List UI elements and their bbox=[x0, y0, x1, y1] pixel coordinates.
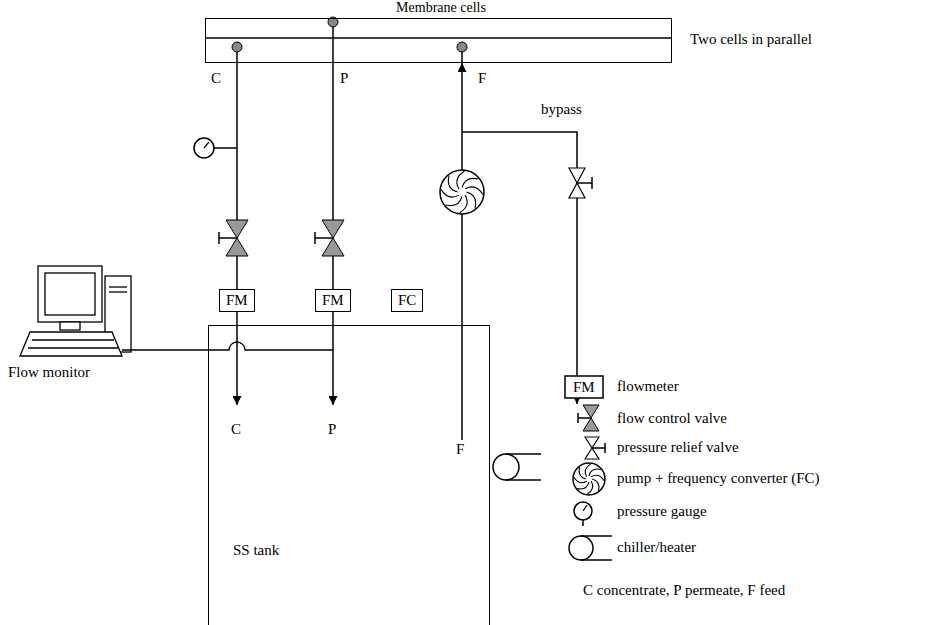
port-dot bbox=[457, 42, 467, 52]
node-text: FM bbox=[322, 292, 344, 308]
pump-blade bbox=[466, 192, 475, 208]
membrane-cells: Membrane cells bbox=[205, 18, 672, 63]
legend-pump-sample bbox=[573, 463, 605, 495]
port-label: C bbox=[211, 70, 221, 87]
stream-label: C bbox=[231, 421, 241, 438]
legend-text: flowmeter bbox=[617, 378, 679, 395]
legend-relief-valve-sample bbox=[585, 437, 605, 459]
signal-line bbox=[122, 342, 333, 350]
note: Two cells in parallel bbox=[690, 31, 812, 48]
ss-tank: SS tank bbox=[208, 325, 490, 625]
chiller-heater bbox=[493, 454, 541, 480]
legend-flowmeter-sample bbox=[565, 376, 603, 398]
stream-label: P bbox=[328, 421, 336, 438]
legend-text: pressure gauge bbox=[617, 503, 707, 520]
node-text: FM bbox=[226, 292, 248, 308]
pump-blade bbox=[591, 475, 604, 480]
legend-text: pressure relief valve bbox=[617, 439, 739, 456]
pump-blade bbox=[457, 171, 465, 189]
flow-control-valve bbox=[315, 220, 344, 256]
flow-control-valve bbox=[219, 220, 248, 256]
legend-gauge-sample bbox=[574, 502, 592, 526]
port-dot bbox=[232, 42, 242, 52]
pump-blade bbox=[465, 187, 483, 195]
legend-valve-sample bbox=[578, 405, 599, 431]
gauge-needle bbox=[204, 142, 209, 148]
pressure-relief-valve bbox=[569, 168, 592, 198]
legend-text: pump + frequency converter (FC) bbox=[617, 470, 820, 487]
pump-blade bbox=[587, 481, 592, 494]
pump-blade bbox=[446, 196, 462, 205]
pump-blade bbox=[448, 176, 457, 192]
flowmeter-box: FM bbox=[219, 289, 255, 312]
abbreviation-note: C concentrate, P permeate, F feed bbox=[583, 582, 785, 599]
flowmeter-box: FM bbox=[315, 289, 351, 312]
pump-symbol bbox=[440, 170, 484, 214]
bypass-line bbox=[462, 132, 577, 404]
pump-blade bbox=[462, 178, 478, 187]
pressure-gauge bbox=[194, 138, 214, 158]
pump-blade bbox=[441, 190, 459, 198]
legend-sample-text: FM bbox=[573, 379, 595, 396]
port-label: F bbox=[478, 70, 486, 87]
pump-blade bbox=[460, 195, 468, 213]
legend-text: chiller/heater bbox=[617, 539, 696, 556]
cell-divider bbox=[205, 37, 672, 39]
computer-icon bbox=[20, 266, 131, 356]
device-label: Flow monitor bbox=[8, 364, 90, 381]
port-label: P bbox=[340, 70, 348, 87]
line-label: bypass bbox=[541, 101, 582, 118]
permeate-inner-line bbox=[332, 22, 334, 63]
frequency-converter-box: FC bbox=[391, 289, 423, 312]
node-text: Membrane cells bbox=[396, 0, 486, 16]
pump-blade bbox=[574, 477, 587, 482]
gauge-stem bbox=[214, 147, 237, 149]
pipe-connector bbox=[461, 63, 463, 440]
stream-label: F bbox=[456, 441, 464, 458]
pump-blade bbox=[585, 464, 590, 477]
legend-text: flow control valve bbox=[617, 410, 727, 427]
node-text: SS tank bbox=[233, 542, 279, 559]
legend-chiller-sample bbox=[569, 536, 612, 560]
node-text: FC bbox=[398, 292, 416, 308]
